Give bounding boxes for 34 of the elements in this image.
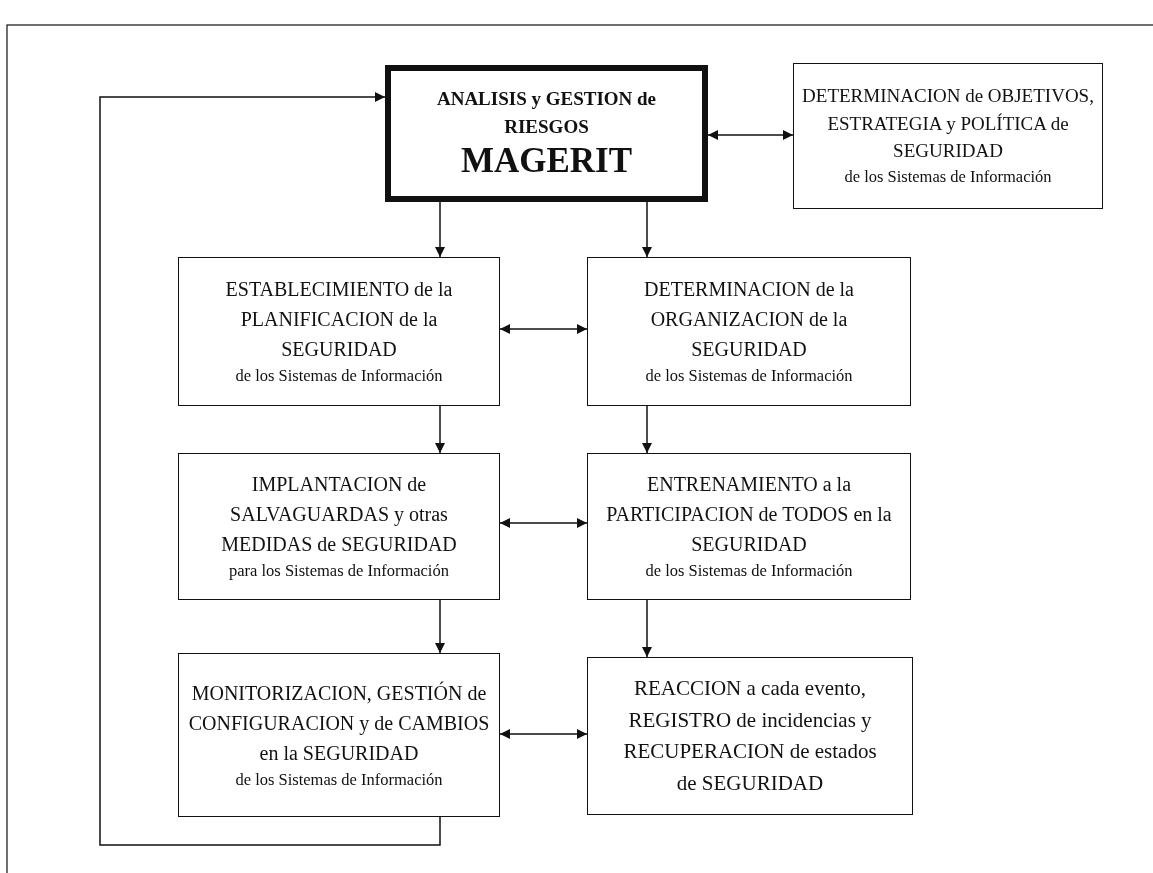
process-box [587, 657, 913, 815]
box-title: DETERMINACION de la ORGANIZACION de la SEGURIDAD [643, 277, 855, 363]
process-box [793, 63, 1103, 209]
box-subtitle: para los Sistemas de Información [229, 560, 449, 583]
process-box [178, 453, 500, 600]
process-box [587, 453, 911, 600]
arrow [642, 201, 652, 258]
box-title: MONITORIZACION, GESTIÓN de CONFIGURACION y de CAMBIOS en la SEGURIDAD [187, 680, 491, 766]
method-name: MAGERIT [460, 140, 633, 183]
process-box [587, 257, 911, 406]
process-box [178, 257, 500, 406]
box-subtitle: de los Sistemas de Información [235, 768, 443, 791]
box-title: ANALISIS y GESTION de RIESGOS [435, 86, 658, 139]
box-title: ENTRENAMIENTO a la PARTICIPACION de TODOS en la SEGURIDAD [605, 472, 893, 558]
arrow [435, 405, 445, 454]
box-title: REACCION a cada evento, REGISTRO de incidencias y RECUPERACION de estados de SEGURIDAD [622, 675, 878, 797]
arrow [642, 405, 652, 454]
arrow [499, 729, 588, 739]
box-title: DETERMINACION de OBJETIVOS, ESTRATEGIA y POLÍTICA de SEGURIDAD [801, 84, 1095, 164]
main-process-box [385, 65, 708, 202]
process-box [178, 653, 500, 817]
arrow [99, 92, 441, 846]
box-subtitle: de los Sistemas de Información [645, 560, 853, 583]
box-subtitle: de los Sistemas de Información [645, 365, 853, 388]
box-title: IMPLANTACION de SALVAGUARDAS y otras MEDIDAS de SEGURIDAD [220, 472, 458, 558]
arrow [499, 518, 588, 528]
arrow [642, 599, 652, 658]
box-subtitle: de los Sistemas de Información [844, 165, 1052, 188]
arrow [707, 130, 794, 140]
box-title: ESTABLECIMIENTO de la PLANIFICACION de la SEGURIDAD [224, 277, 454, 363]
arrow [435, 201, 445, 258]
arrow [435, 599, 445, 654]
box-subtitle: de los Sistemas de Información [235, 365, 443, 388]
arrow [499, 324, 588, 334]
